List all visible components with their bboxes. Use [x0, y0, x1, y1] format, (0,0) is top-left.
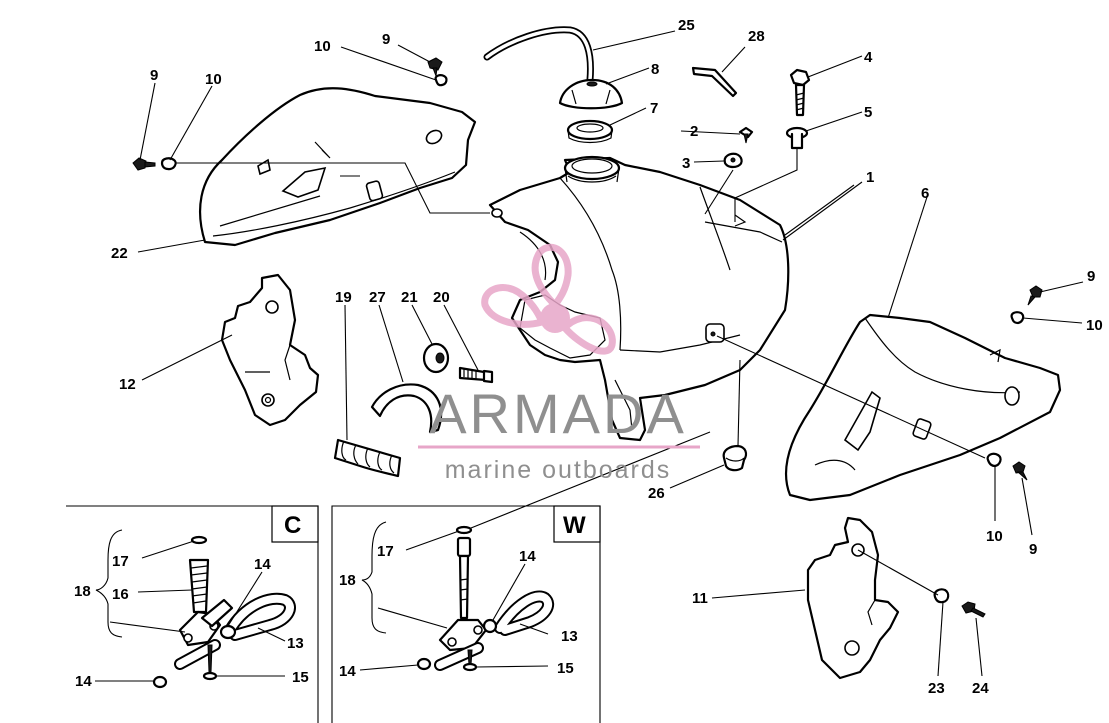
- washer-23: [933, 588, 950, 604]
- hose-clamp-w: [416, 618, 498, 671]
- bush-screw: [458, 366, 494, 384]
- callout-15-c: 15: [292, 669, 309, 686]
- small-screw: [738, 126, 754, 144]
- callout-21: 21: [401, 289, 418, 306]
- callout-10-right: 10: [1086, 317, 1103, 334]
- callout-4: 4: [864, 49, 873, 66]
- cap-gasket: [566, 119, 614, 144]
- left-side-panel: [199, 87, 477, 247]
- fuel-tap-c: [178, 535, 234, 647]
- callout-11: 11: [692, 590, 708, 607]
- fastener-9-top: [427, 57, 443, 77]
- tank-rubber-mount: [722, 444, 748, 472]
- callout-10-left: 10: [205, 71, 222, 88]
- callout-16: 16: [112, 586, 129, 603]
- fastener-9-left: [132, 157, 156, 171]
- inset-label-c: C: [284, 512, 301, 539]
- right-tank-bracket: [806, 516, 900, 680]
- washer-10-lower: [986, 452, 1002, 468]
- inset-label-w: W: [563, 512, 586, 539]
- inset-box-w: [331, 505, 601, 723]
- callout-18-w: 18: [339, 572, 356, 589]
- callout-10-lower: 10: [986, 528, 1003, 545]
- callout-19: 19: [335, 289, 352, 306]
- callout-2: 2: [690, 123, 698, 140]
- callout-6: 6: [921, 185, 929, 202]
- callout-9-left: 9: [150, 67, 158, 84]
- fuel-tank: [488, 155, 790, 442]
- screw-24: [961, 601, 986, 618]
- callout-22: 22: [111, 245, 128, 262]
- callout-14-w-upper: 14: [519, 548, 536, 565]
- callout-14-c-lower: 14: [75, 673, 92, 690]
- propeller-icon: [481, 243, 616, 355]
- callout-1: 1: [866, 169, 874, 186]
- rubber-strip: [333, 438, 402, 478]
- washer-10-right: [1010, 311, 1025, 325]
- mounting-bolt: [789, 68, 811, 117]
- rubber-grommet: [723, 152, 743, 169]
- inset-box-c: [66, 505, 319, 723]
- callout-13-c: 13: [287, 635, 304, 652]
- watermark-tagline: marine outboards: [445, 456, 672, 484]
- callout-9-top: 9: [382, 31, 390, 48]
- callout-14-w-lower: 14: [339, 663, 356, 680]
- callout-12: 12: [119, 376, 136, 393]
- callout-14-c-upper: 14: [254, 556, 271, 573]
- armada-watermark: ARMADA marine outboards: [418, 243, 700, 484]
- fuel-hose-c: [174, 592, 296, 670]
- callout-8: 8: [651, 61, 659, 78]
- fastener-9-lower: [1012, 461, 1028, 481]
- callout-9-lower: 9: [1029, 541, 1037, 558]
- callout-3: 3: [682, 155, 690, 172]
- breather-hose: [483, 26, 594, 84]
- callout-25: 25: [678, 17, 695, 34]
- washer-10-top: [434, 74, 448, 87]
- callout-20: 20: [433, 289, 450, 306]
- callout-23: 23: [928, 680, 945, 697]
- callout-13-w: 13: [561, 628, 578, 645]
- callout-18-c: 18: [74, 583, 91, 600]
- callout-9-right: 9: [1087, 268, 1095, 285]
- callout-24: 24: [972, 680, 989, 697]
- tank-strap-clip: [691, 66, 738, 98]
- callout-26: 26: [648, 485, 665, 502]
- callout-15-w: 15: [557, 660, 574, 677]
- fuel-cap: [558, 78, 624, 110]
- mounting-spacer: [785, 126, 809, 150]
- callout-28: 28: [748, 28, 765, 45]
- callout-27: 27: [369, 289, 386, 306]
- callout-numbers: 1 2 3 4 5 6 7 8 9 9 9 9 10 10 10 10 11 1…: [74, 17, 1103, 697]
- callout-7: 7: [650, 100, 658, 117]
- callout-5: 5: [864, 104, 872, 121]
- tank-clip: [370, 383, 443, 434]
- washer-10-left: [160, 157, 177, 171]
- fuel-tap-w: [438, 525, 488, 652]
- callout-17-c: 17: [112, 553, 129, 570]
- rubber-bush: [422, 342, 450, 374]
- inset-leaders: [95, 521, 549, 682]
- callout-10-top: 10: [314, 38, 331, 55]
- left-tank-bracket: [220, 273, 320, 427]
- watermark-brand: ARMADA: [429, 382, 687, 445]
- callout-17-w: 17: [377, 543, 394, 560]
- fastener-9-right: [1027, 285, 1043, 306]
